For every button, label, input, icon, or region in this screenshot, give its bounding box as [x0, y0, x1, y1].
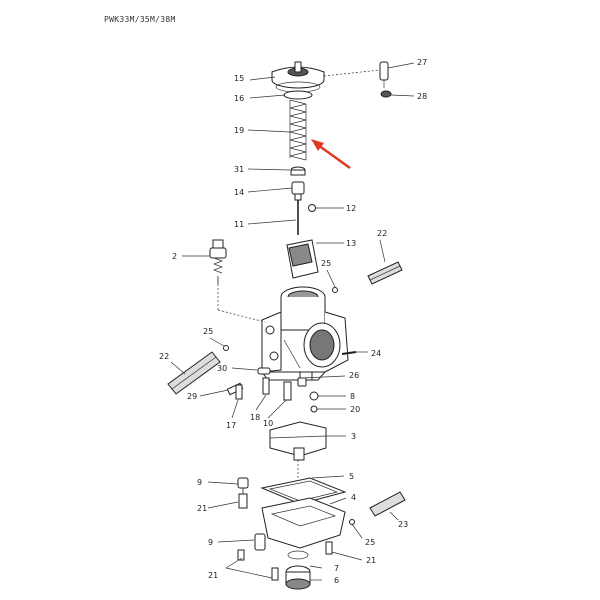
part-screws — [237, 477, 333, 581]
callout-28: 28 — [417, 92, 427, 101]
callout-24: 24 — [371, 349, 381, 358]
part-rod-24 — [341, 351, 357, 355]
callout-18: 18 — [250, 413, 260, 422]
callout-25-bottom: 25 — [365, 538, 375, 547]
part-vent-hoses — [167, 261, 403, 395]
callout-2: 2 — [172, 252, 177, 261]
callout-21-right: 21 — [366, 556, 376, 565]
callout-19: 19 — [234, 126, 244, 135]
callout-26: 26 — [349, 371, 359, 380]
callout-9-top: 9 — [197, 478, 202, 487]
callout-25-top: 25 — [321, 259, 331, 268]
callout-22-left: 22 — [159, 352, 169, 361]
part-carburetor-body — [261, 286, 349, 381]
callout-12: 12 — [346, 204, 356, 213]
red-annotation-arrow — [311, 139, 351, 170]
callout-8: 8 — [350, 392, 355, 401]
callout-6: 6 — [334, 576, 339, 585]
part-top-cap — [271, 61, 325, 100]
part-float — [269, 421, 327, 461]
diagram-title: PWK33M/35M/38M — [104, 15, 176, 24]
callout-15: 15 — [234, 74, 244, 83]
part-float-bowl — [260, 477, 347, 549]
callout-25-left: 25 — [203, 327, 213, 336]
part-needle-holder — [290, 166, 306, 201]
part-spring — [289, 99, 307, 161]
part-idle-screw — [209, 239, 227, 284]
callout-21-top: 21 — [197, 504, 207, 513]
callout-14: 14 — [234, 188, 244, 197]
callout-23: 23 — [398, 520, 408, 529]
part-jets — [226, 367, 319, 413]
part-needle-clip — [308, 204, 316, 212]
callout-labels: 15 16 19 31 14 11 12 13 27 28 2 22 25 25… — [159, 58, 427, 585]
callout-29: 29 — [187, 392, 197, 401]
callout-31: 31 — [234, 165, 244, 174]
part-drain-hose — [369, 491, 406, 517]
callout-30: 30 — [217, 364, 227, 373]
callout-13: 13 — [346, 239, 356, 248]
callout-16: 16 — [234, 94, 244, 103]
callout-9-bottom: 9 — [208, 538, 213, 547]
assembly-guides — [217, 69, 381, 478]
callout-7: 7 — [334, 564, 339, 573]
part-drain-plug — [285, 550, 311, 590]
callout-11: 11 — [234, 220, 244, 229]
callout-22-top: 22 — [377, 229, 387, 238]
part-air-screw — [379, 61, 392, 98]
callout-3: 3 — [351, 432, 356, 441]
part-clips-25 — [223, 287, 355, 525]
callout-10: 10 — [263, 419, 273, 428]
part-throttle-valve — [286, 239, 319, 279]
leader-lines — [170, 62, 415, 581]
callout-27: 27 — [417, 58, 427, 67]
callout-5: 5 — [349, 472, 354, 481]
callout-20: 20 — [350, 405, 360, 414]
callout-4: 4 — [351, 493, 356, 502]
callout-21-bottom: 21 — [208, 571, 218, 580]
callout-17: 17 — [226, 421, 236, 430]
